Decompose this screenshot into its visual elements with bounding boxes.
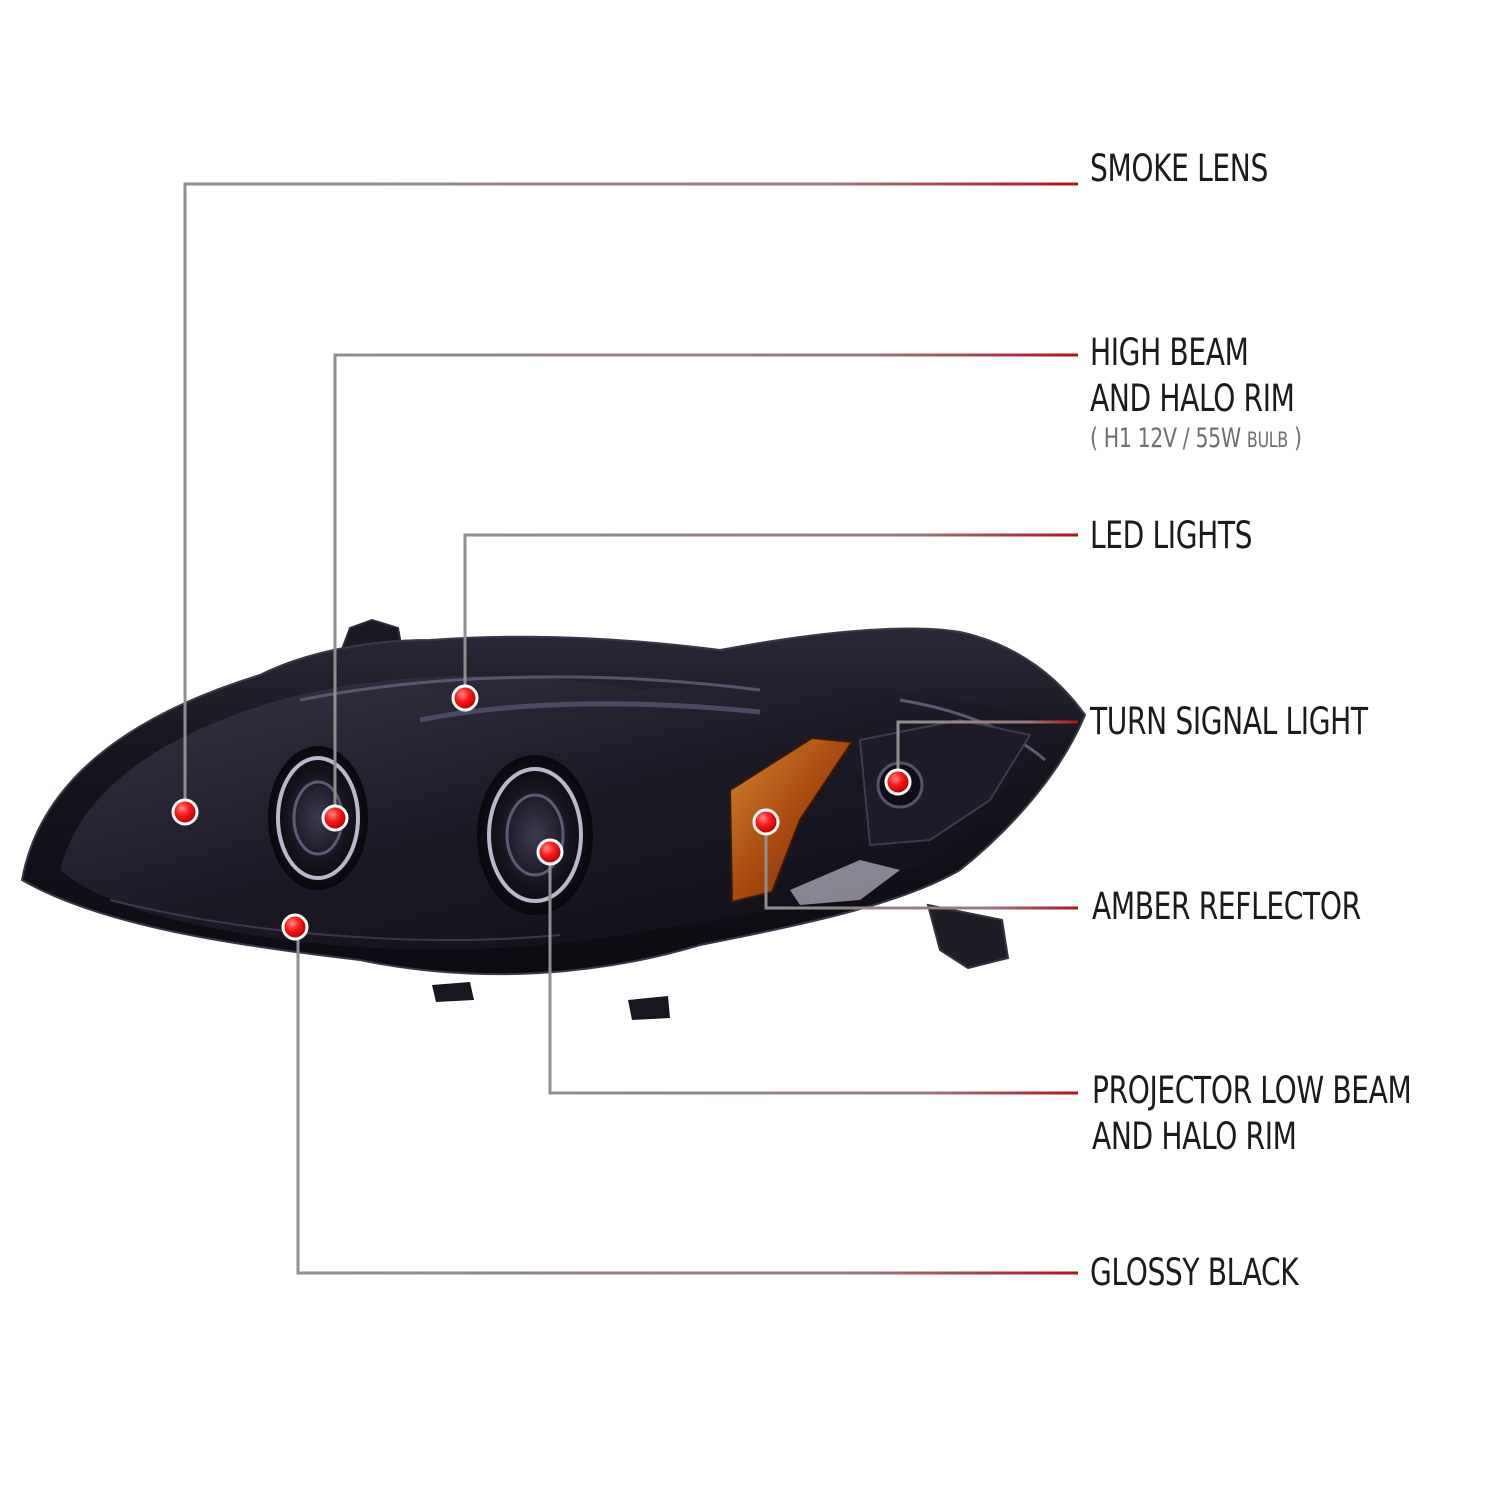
marker-turn-signal <box>884 768 912 796</box>
bulb-note-close: ) <box>1287 423 1302 454</box>
turn-signal-reflector <box>790 860 900 905</box>
label-turn-signal-text: TURN SIGNAL LIGHT <box>1090 700 1368 743</box>
label-high-beam: HIGH BEAM AND HALO RIM ( H1 12V / 55W BU… <box>1090 330 1302 457</box>
label-smoke-lens: SMOKE LENS <box>1090 146 1268 192</box>
leader-led-lights <box>463 533 1078 698</box>
label-led-lights-text: LED LIGHTS <box>1090 514 1253 557</box>
bottom-tab-left <box>432 982 474 1002</box>
led-light-strip <box>419 701 761 723</box>
low-beam-halo-rim <box>487 767 583 903</box>
headlight-assembly <box>20 618 1087 1020</box>
label-amber-reflector-text: AMBER REFLECTOR <box>1092 885 1361 928</box>
callout-markers <box>171 684 912 941</box>
label-amber-reflector: AMBER REFLECTOR <box>1092 884 1361 930</box>
leader-amber-reflector <box>764 822 1078 910</box>
leader-high-beam <box>333 353 1078 818</box>
amber-reflector-lens <box>728 736 854 904</box>
label-high-beam-line2: AND HALO RIM <box>1090 377 1295 420</box>
bottom-mounting-bracket <box>926 903 1010 970</box>
label-glossy-black-text: GLOSSY BLACK <box>1090 1251 1299 1294</box>
high-beam-projector <box>268 746 368 890</box>
marker-led-lights <box>451 684 479 712</box>
leader-projector-low-beam <box>548 852 1078 1095</box>
high-beam-halo-rim <box>276 756 360 880</box>
lens-highlight-top <box>299 675 761 702</box>
marker-projector-low-beam <box>536 838 564 866</box>
bottom-tab-right <box>628 996 670 1020</box>
label-led-lights: LED LIGHTS <box>1090 513 1253 559</box>
label-smoke-lens-text: SMOKE LENS <box>1090 147 1268 190</box>
leader-smoke-lens <box>183 182 1078 812</box>
bulb-note-small: BULB <box>1246 428 1288 452</box>
lens-highlight-lower <box>109 899 561 941</box>
turn-signal-housing <box>858 718 1032 847</box>
marker-smoke-lens <box>171 798 199 826</box>
marker-high-beam <box>321 804 349 832</box>
marker-amber-reflector <box>752 808 780 836</box>
label-high-beam-line1: HIGH BEAM <box>1090 331 1249 374</box>
leader-turn-signal <box>896 720 1078 782</box>
label-turn-signal: TURN SIGNAL LIGHT <box>1090 699 1368 745</box>
label-projector-low-beam-line2: AND HALO RIM <box>1092 1115 1297 1158</box>
leader-glossy-black <box>296 927 1078 1275</box>
callout-leaders <box>183 182 1078 1275</box>
low-beam-projector <box>477 755 593 915</box>
low-beam-inner-ring <box>505 793 565 877</box>
label-projector-low-beam: PROJECTOR LOW BEAM AND HALO RIM <box>1092 1068 1412 1160</box>
label-projector-low-beam-line1: PROJECTOR LOW BEAM <box>1092 1069 1412 1112</box>
bulb-note-open: ( H1 12V / 55W <box>1090 423 1247 454</box>
label-high-beam-bulb-note: ( H1 12V / 55W BULB ) <box>1090 422 1302 457</box>
marker-glossy-black <box>281 913 309 941</box>
label-glossy-black: GLOSSY BLACK <box>1090 1250 1299 1296</box>
